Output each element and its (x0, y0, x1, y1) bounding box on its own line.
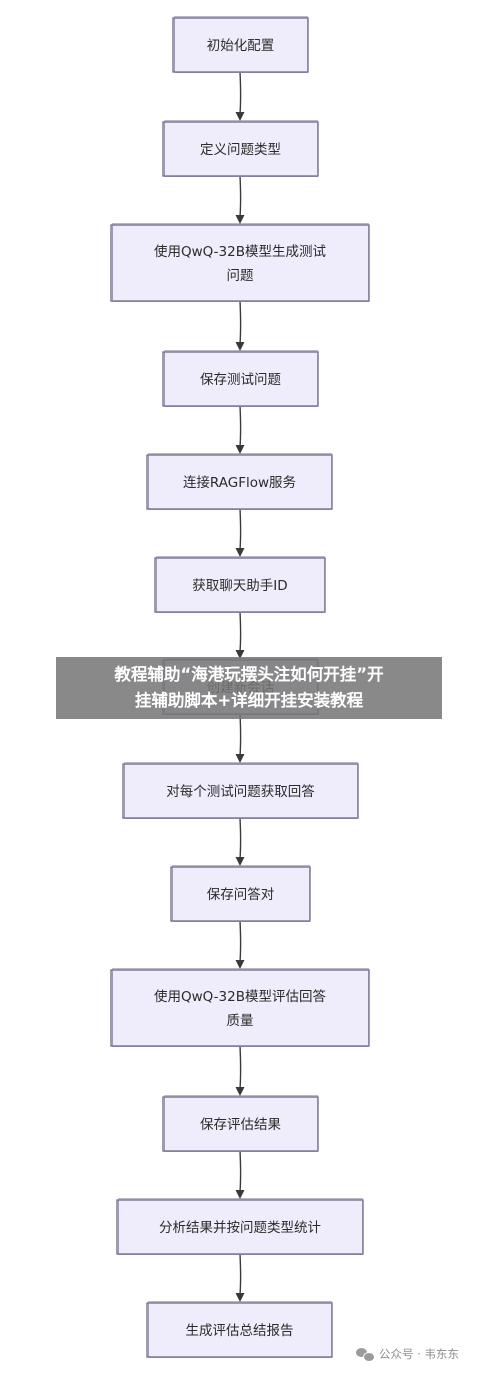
overlay-banner: 教程辅助“海港玩摆头注如何开挂”开 挂辅助脚本+详细开挂安装教程 (56, 657, 442, 719)
flow-node-label: 对每个测试问题获取回答 (166, 783, 315, 800)
flow-node-box (110, 969, 370, 1047)
flow-arrow (235, 920, 245, 969)
flow-node-label: 保存评估结果 (200, 1117, 281, 1133)
flow-arrow (235, 508, 245, 557)
flow-node-sketch-outline (124, 762, 358, 819)
flow-node-box (116, 1199, 364, 1255)
flow-arrow (235, 175, 245, 224)
flow-node-n13: 生成评估总结报告 (146, 1301, 333, 1359)
flow-arrow (235, 300, 245, 351)
flow-node-box (162, 351, 319, 407)
flow-node-n5: 连接RAGFlow服务 (146, 453, 333, 510)
flow-node-label: 保存问答对 (207, 886, 275, 903)
banner-line-1: 教程辅助“海港玩摆头注如何开挂”开 (114, 665, 384, 684)
flow-node-box (110, 224, 370, 302)
flow-node-n2: 定义问题类型 (162, 120, 319, 178)
flow-node-label: 定义问题类型 (200, 142, 281, 158)
flow-node-sketch-outline (112, 968, 369, 1047)
flow-node-box (172, 17, 309, 73)
flow-node-sketch-outline (148, 453, 332, 510)
flow-node-box (162, 121, 319, 177)
flow-node-label: 问题 (227, 268, 254, 284)
flow-node-label: 连接RAGFlow服务 (183, 474, 296, 491)
flow-node-sketch-outline (156, 556, 325, 613)
wechat-icon (356, 1347, 375, 1362)
flow-node-sketch-outline (112, 223, 369, 303)
flow-node-n1: 初始化配置 (172, 16, 309, 73)
flow-node-box (170, 866, 311, 922)
flow-node-n9: 保存问答对 (170, 865, 311, 922)
watermark: 公众号 · 韦东东 (356, 1346, 459, 1362)
flow-node-label: 使用QwQ-32B模型生成测试 (154, 243, 326, 260)
flow-arrow (235, 611, 245, 659)
watermark-text: 公众号 · 韦东东 (379, 1347, 459, 1361)
flow-node-sketch-outline (148, 1301, 332, 1359)
flow-node-box (154, 557, 326, 613)
flow-node-box (122, 763, 359, 819)
flow-node-label: 分析结果并按问题类型统计 (159, 1220, 321, 1236)
flow-node-n11: 保存评估结果 (162, 1095, 319, 1153)
flow-node-n12: 分析结果并按问题类型统计 (116, 1198, 364, 1256)
flow-node-box (146, 454, 333, 510)
flow-node-label: 获取聊天助手ID (192, 578, 287, 594)
flow-arrow (235, 817, 245, 866)
flow-node-n4: 保存测试问题 (162, 350, 319, 407)
flow-arrow (235, 1045, 245, 1096)
flow-arrow (235, 405, 245, 454)
flow-node-sketch-outline (172, 865, 310, 922)
flow-arrow (235, 1253, 245, 1302)
flow-node-sketch-outline (118, 1198, 363, 1256)
flow-arrow (235, 1150, 245, 1199)
flow-node-label: 初始化配置 (207, 37, 275, 54)
banner-line-2: 挂辅助脚本+详细开挂安装教程 (134, 691, 364, 710)
flow-node-label: 质量 (227, 1013, 254, 1029)
flow-node-n8: 对每个测试问题获取回答 (122, 762, 359, 819)
flow-node-box (162, 1096, 319, 1152)
flow-node-label: 生成评估总结报告 (186, 1323, 294, 1339)
flow-node-sketch-outline (164, 120, 318, 178)
flow-node-sketch-outline (164, 350, 318, 407)
flow-node-n6: 获取聊天助手ID (154, 556, 326, 613)
flow-node-label: 使用QwQ-32B模型评估回答 (154, 988, 326, 1005)
flow-node-box (146, 1302, 333, 1358)
flow-node-sketch-outline (164, 1095, 318, 1153)
flow-node-sketch-outline (174, 16, 308, 73)
flow-arrow (235, 71, 245, 121)
flow-arrow (235, 713, 245, 763)
flow-node-label: 保存测试问题 (200, 372, 281, 388)
